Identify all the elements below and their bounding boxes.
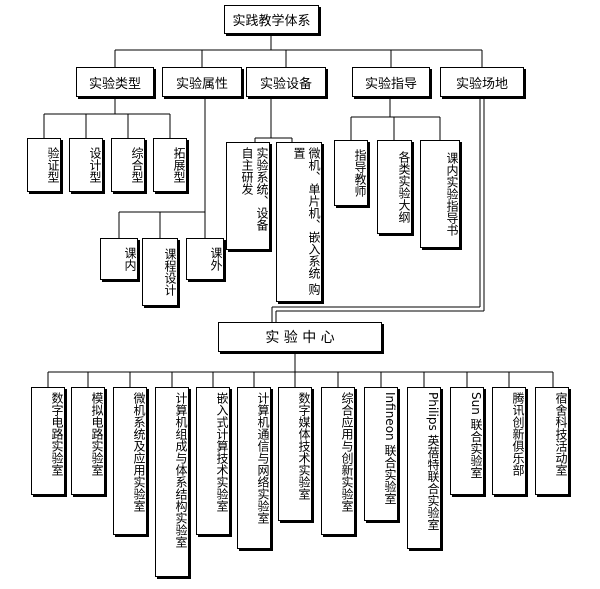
guidance-instructor-label: 指导教师 xyxy=(353,149,367,197)
guidance-instruction-book-label: 课内实验指导书 xyxy=(445,152,459,236)
type-design: 设计型 xyxy=(69,138,103,192)
category-equipment: 实验设备 xyxy=(246,67,326,97)
category-venue: 实验场地 xyxy=(440,67,524,97)
lab-computer-architecture-label: 计算机组成与体系结构实验室 xyxy=(174,392,188,548)
lab-analog-circuit: 模拟电路实验室 xyxy=(71,387,105,495)
lab-philips-label: Philips 英蓓特联合实验室 xyxy=(426,392,440,531)
equipment-purchased: 微机、单片机、嵌入系统 购置 xyxy=(276,142,322,302)
lab-digital-media: 数字媒体技术实验室 xyxy=(278,387,312,521)
lab-philips: Philips 英蓓特联合实验室 xyxy=(407,387,441,549)
lab-analog-circuit-label: 模拟电路实验室 xyxy=(90,392,104,476)
equipment-self-developed-label: 实验系统、设备 自主研发 xyxy=(240,147,269,231)
equipment-self-developed: 实验系统、设备 自主研发 xyxy=(226,142,270,250)
lab-center: 实 验 中 心 xyxy=(218,322,382,352)
attribute-in-class-label: 课内 xyxy=(123,247,137,271)
attribute-extracurricular-label: 课外 xyxy=(209,247,223,271)
attribute-in-class: 课内 xyxy=(100,238,138,280)
type-extension-label: 拓展型 xyxy=(172,147,186,183)
lab-infineon-label: Infineon 联合实验室 xyxy=(383,392,397,505)
lab-embedded-computing-label: 嵌入式计算技术实验室 xyxy=(215,392,229,512)
lab-infineon: Infineon 联合实验室 xyxy=(364,387,398,521)
guidance-instructor: 指导教师 xyxy=(334,140,368,206)
guidance-syllabus: 各类实验大纲 xyxy=(377,140,412,234)
equipment-purchased-label: 微机、单片机、嵌入系统 购置 xyxy=(292,147,321,295)
lab-embedded-computing: 嵌入式计算技术实验室 xyxy=(196,387,230,535)
lab-computer-architecture: 计算机组成与体系结构实验室 xyxy=(155,387,189,577)
attribute-extracurricular: 课外 xyxy=(186,238,224,280)
lab-sun-label: Sun 联合实验室 xyxy=(469,392,483,479)
lab-tencent-club: 腾讯创新俱乐部 xyxy=(492,387,526,495)
type-extension: 拓展型 xyxy=(153,138,187,192)
lab-communication-network-label: 计算机通信与网络实验室 xyxy=(256,392,270,524)
lab-sun: Sun 联合实验室 xyxy=(450,387,484,495)
lab-digital-media-label: 数字媒体技术实验室 xyxy=(297,392,311,500)
category-attribute: 实验属性 xyxy=(162,67,242,97)
type-comprehensive-label: 综合型 xyxy=(130,147,144,183)
lab-microcomputer-label: 微机系统及应用实验室 xyxy=(132,392,146,512)
lab-digital-circuit-label: 数字电路实验室 xyxy=(50,392,64,476)
root-node: 实践教学体系 xyxy=(224,5,319,34)
attribute-course-design-label: 课程设计 xyxy=(163,248,177,296)
lab-dorm-activity-label: 宿舍科技活动室 xyxy=(554,392,568,476)
type-verify-label: 验证型 xyxy=(46,147,60,183)
type-verify: 验证型 xyxy=(27,138,61,192)
lab-microcomputer: 微机系统及应用实验室 xyxy=(113,387,147,535)
type-comprehensive: 综合型 xyxy=(111,138,145,192)
lab-communication-network: 计算机通信与网络实验室 xyxy=(237,387,271,549)
lab-application-innovation: 综合应用与创新实验室 xyxy=(321,387,355,535)
lab-tencent-club-label: 腾讯创新俱乐部 xyxy=(511,392,525,476)
attribute-course-design: 课程设计 xyxy=(142,238,178,306)
category-type: 实验类型 xyxy=(76,67,154,97)
lab-digital-circuit: 数字电路实验室 xyxy=(31,387,65,495)
lab-application-innovation-label: 综合应用与创新实验室 xyxy=(340,392,354,512)
guidance-syllabus-label: 各类实验大纲 xyxy=(397,151,411,223)
lab-dorm-activity: 宿舍科技活动室 xyxy=(535,387,569,495)
guidance-instruction-book: 课内实验指导书 xyxy=(420,140,460,248)
type-design-label: 设计型 xyxy=(88,147,102,183)
category-guidance: 实验指导 xyxy=(352,67,430,97)
